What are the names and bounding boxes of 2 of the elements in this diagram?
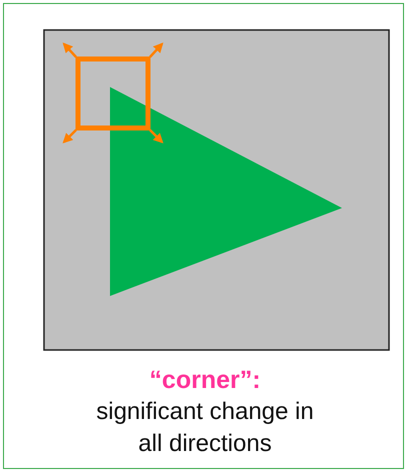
description-text: significant change in all directions (95, 397, 315, 459)
heading-text: “corner”: (148, 365, 262, 396)
